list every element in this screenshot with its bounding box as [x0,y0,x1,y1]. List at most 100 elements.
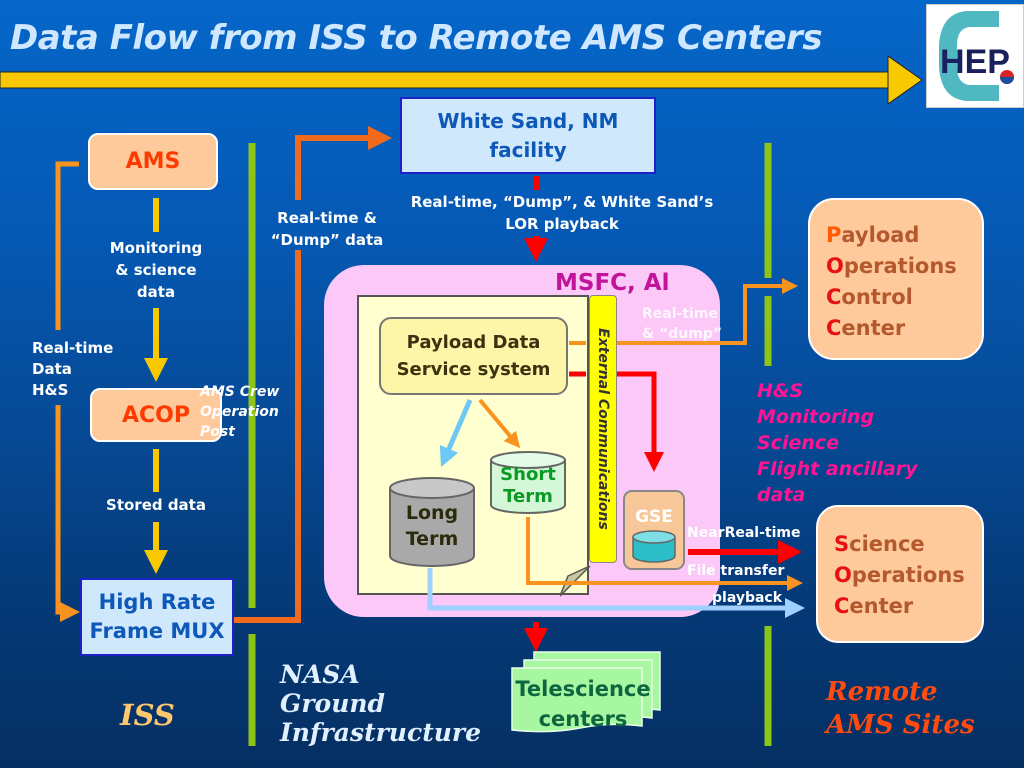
label-line: Monitoring [757,406,875,428]
label-line: Real-time [32,339,114,357]
telescience-line: centers [538,707,628,731]
msfc-label: MSFC, Al [555,270,670,296]
pocc-line: Operations [826,251,982,282]
mux-line: Frame MUX [89,619,225,643]
pocc-initial: C [826,316,842,340]
white-sand-facility-box[interactable]: White Sand, NM facility [400,97,656,174]
nasa-ground-infrastructure-label: NASA Ground Infrastructure [280,660,481,747]
pocc-word-rest: ayload [841,223,920,247]
label-line: Flight ancillary [757,458,918,480]
pdss-box[interactable]: Payload Data Service system [379,317,568,395]
label-line: “Dump” data [270,231,384,249]
soc-word-rest: enter [849,594,914,618]
label-line: Real-time & [277,209,377,227]
crew-operation-post-label: AMS Crew Operation Post [200,382,279,442]
label-line: & “dump” [642,326,723,342]
external-communications-bar: External Communications [589,295,617,563]
label-line: Data [32,360,72,378]
label-line: LOR playback [505,215,619,233]
white-sand-line: facility [489,137,567,162]
arrow-pdss-to-pocc [617,278,798,345]
remote-ams-sites-label: Remote AMS Sites [826,676,975,742]
pocc-initial: P [826,223,842,247]
page-title: Data Flow from ISS to Remote AMS Centers [10,18,823,58]
label-line: H&S [757,380,804,402]
long-term-line: Long [405,502,459,524]
acop-box[interactable]: ACOP [90,388,222,442]
soc-initial: O [834,563,852,587]
long-term-line: Term [405,528,459,550]
pocc-initial: C [826,285,842,309]
arrow-pdss-to-long-term [439,399,473,468]
label-line: Monitoring [109,239,203,257]
short-term-line: Short [500,464,556,485]
label-line: AMS Crew [200,384,280,400]
pocc-line: Control [826,282,982,313]
database-cylinder-icon [389,477,475,567]
soc-initial: S [834,532,850,556]
pdss-line: Payload Data [406,332,541,353]
monitoring-science-label: Monitoring & science data [96,237,216,303]
pocc-line: Payload [826,220,982,251]
logo-text: HEP [940,43,1010,81]
title-arrow [0,55,923,105]
khep-logo-icon: HEP [939,11,1014,101]
white-sand-line: White Sand, NM [437,108,619,133]
label-line: NASA [280,660,360,689]
database-cylinder-icon [632,530,676,563]
arrow-ams-realtime-top [55,161,79,330]
pdss-line: Service system [396,359,551,380]
playback-label: playback [712,590,783,606]
pocc-data-label: H&S Monitoring Science Flight ancillary … [757,378,918,508]
pocc-word-rest: ontrol [841,285,913,309]
arrow-pdss-to-gse [617,371,664,472]
soc-line: Center [834,591,982,622]
arrow-ams-realtime-to-mux [55,405,80,622]
ams-box[interactable]: AMS [88,133,218,190]
high-rate-frame-mux-box[interactable]: High Rate Frame MUX [80,578,234,656]
pocc-word-rest: perations [843,254,957,278]
label-line: Real-time, “Dump”, & White Sand’s [410,193,714,211]
label-line: AMS Sites [826,710,975,740]
arrow-mux-to-white-sand [234,250,301,623]
stacked-documents-icon [511,651,661,733]
realtime-dump-small-label: Real-time & “dump” [642,304,722,344]
file-transfer-label: File transfer [687,563,785,579]
soc-word-rest: cience [849,532,925,556]
label-line: & science [115,261,197,279]
telescience-centers[interactable]: Telescience centers [508,650,668,740]
soc-word-rest: perations [851,563,965,587]
soc-line: Operations [834,560,982,591]
database-cylinder-icon [490,451,566,514]
short-term-storage[interactable]: Short Term [489,450,567,515]
arrow-pdss-to-short-term [478,398,521,449]
external-communications-label: External Communications [595,328,611,530]
mux-line: High Rate [98,590,216,614]
label-line: Science [757,432,840,454]
white-sand-playback-label: Real-time, “Dump”, & White Sand’s LOR pl… [392,191,732,235]
telescience-line: Telescience [515,677,651,701]
long-term-storage[interactable]: Long Term [388,476,476,568]
realtime-data-hs-label: Real-time Data H&S [32,338,113,401]
soc-initial: C [834,594,850,618]
label-line: data [757,484,806,506]
gse-box[interactable]: GSE [623,490,685,570]
arrow-mux-to-white-sand-top [295,126,392,200]
label-line: data [136,283,176,301]
short-term-line: Term [503,486,553,507]
arrow-short-term-to-soc [526,517,803,591]
label-line: Post [200,424,235,440]
iss-region-label: ISS [120,698,175,732]
pocc-line: Center [826,313,982,344]
label-line: Real-time [642,306,718,322]
realtime-dump-data-label: Real-time & “Dump” data [262,207,392,251]
stored-data-label: Stored data [106,496,206,514]
khep-logo: HEP [926,4,1024,108]
label-line: Remote [826,677,938,707]
label-line: Operation [200,404,279,420]
pocc-initial: O [826,254,844,278]
